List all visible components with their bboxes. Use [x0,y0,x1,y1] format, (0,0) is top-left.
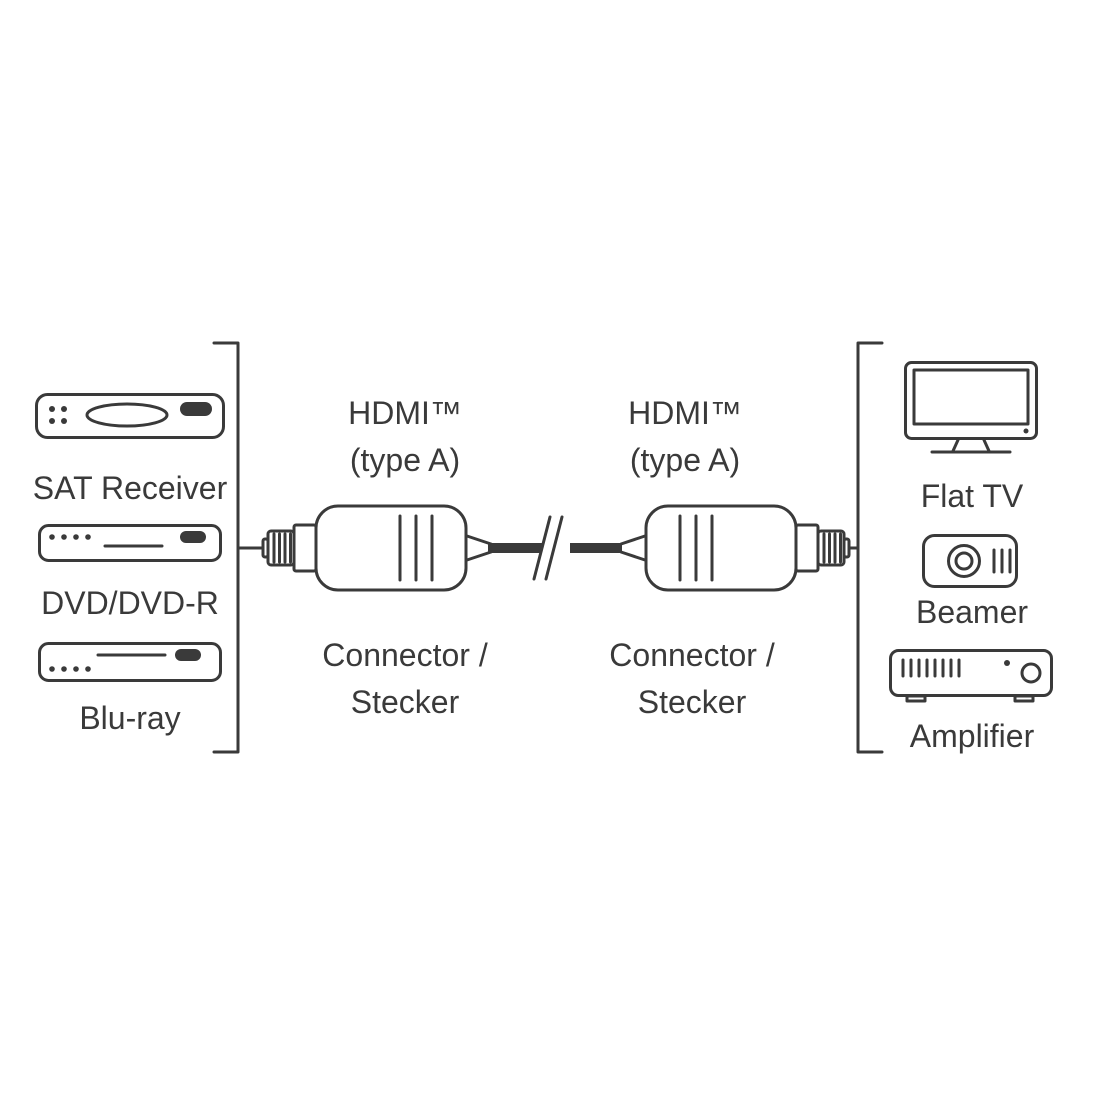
flat-tv-icon [904,361,1038,454]
connector-caption-right-line2: Stecker [637,684,747,720]
amplifier-icon [889,649,1053,703]
hdmi-plug-left-icon [261,504,493,592]
blu-ray-player-icon [38,642,222,682]
hdmi-type-title-right: HDMI™ [628,395,742,431]
hdmi-type-detail-right: (type A) [629,442,741,478]
connector-caption-left-line2: Stecker [350,684,460,720]
connector-caption-right: Connector / Stecker [572,632,812,726]
hdmi-cable-drawing [261,504,851,592]
sink-label-beamer: Beamer [915,594,1029,630]
amplifier-grill [901,658,961,678]
cable-break-icon [532,515,564,581]
sink-label-amplifier: Amplifier [909,718,1035,754]
connector-caption-left: Connector / Stecker [285,632,525,726]
source-label-sat-receiver: SAT Receiver [32,470,228,506]
hdmi-type-label-left: HDMI™ (type A) [285,390,525,484]
connector-caption-left-line1: Connector / [322,637,488,673]
dvd-player-icon [38,524,222,562]
sink-label-flat-tv: Flat TV [920,478,1024,514]
hdmi-type-detail-left: (type A) [349,442,461,478]
hdmi-type-title-left: HDMI™ [348,395,462,431]
connector-caption-right-line1: Connector / [609,637,775,673]
source-group-bracket [212,341,265,754]
hdmi-plug-right-icon [619,504,851,592]
beamer-icon [922,534,1018,588]
sat-receiver-icon [35,393,225,439]
source-label-blu-ray: Blu-ray [79,700,181,736]
hdmi-type-label-right: HDMI™ (type A) [565,390,805,484]
sink-group-bracket [847,341,884,754]
source-label-dvd: DVD/DVD-R [41,585,219,621]
